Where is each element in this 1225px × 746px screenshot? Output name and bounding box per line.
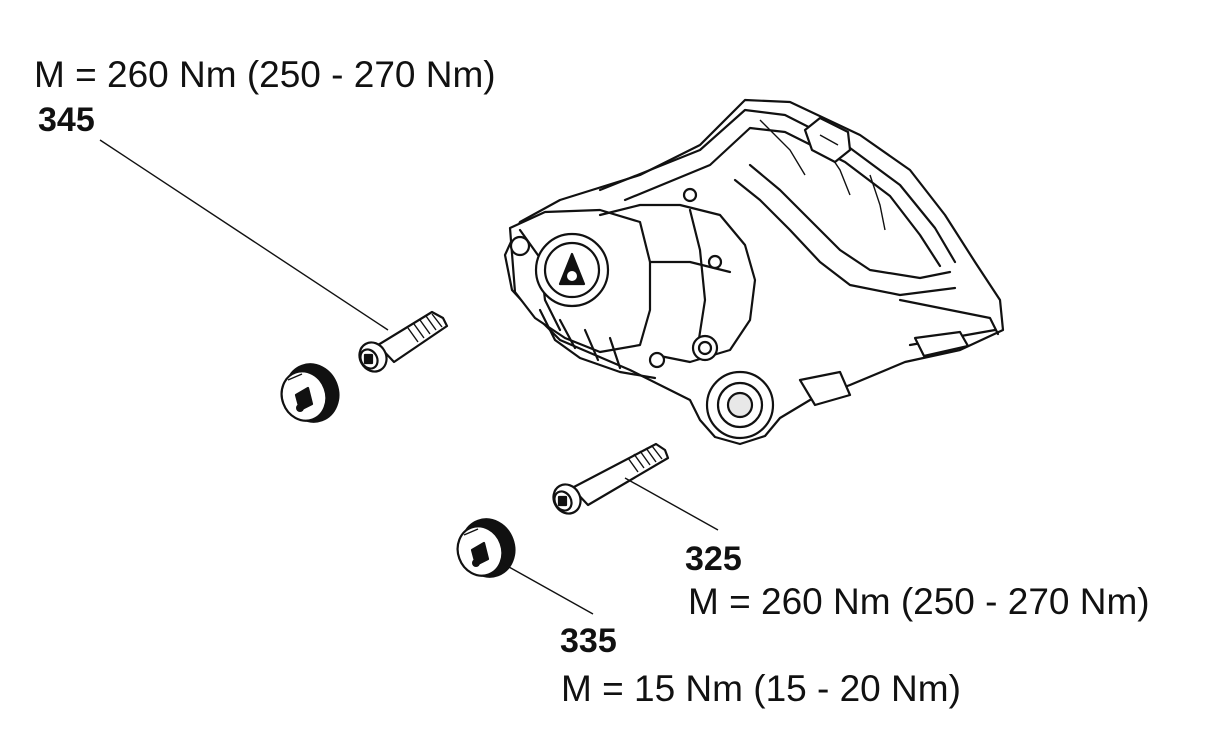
guide-bolt-325: [552, 442, 670, 515]
part-number-325: 325: [685, 540, 742, 578]
leader-line-325: [624, 477, 719, 531]
part-number-345: 345: [38, 101, 95, 139]
torque-label-345: M = 260 Nm (250 - 270 Nm): [34, 54, 496, 95]
leader-line-335: [499, 561, 594, 615]
cover-cap-335: [456, 518, 516, 578]
torque-label-325: M = 260 Nm (250 - 270 Nm): [688, 581, 1150, 622]
part-number-335: 335: [560, 622, 617, 660]
leader-line-345: [99, 139, 389, 331]
leader-lines: [99, 139, 719, 615]
guide-bolt-345: [358, 310, 449, 373]
torque-label-335: M = 15 Nm (15 - 20 Nm): [561, 668, 961, 709]
cover-cap-upper: [280, 363, 340, 423]
brake-caliper-housing: [503, 98, 1005, 446]
